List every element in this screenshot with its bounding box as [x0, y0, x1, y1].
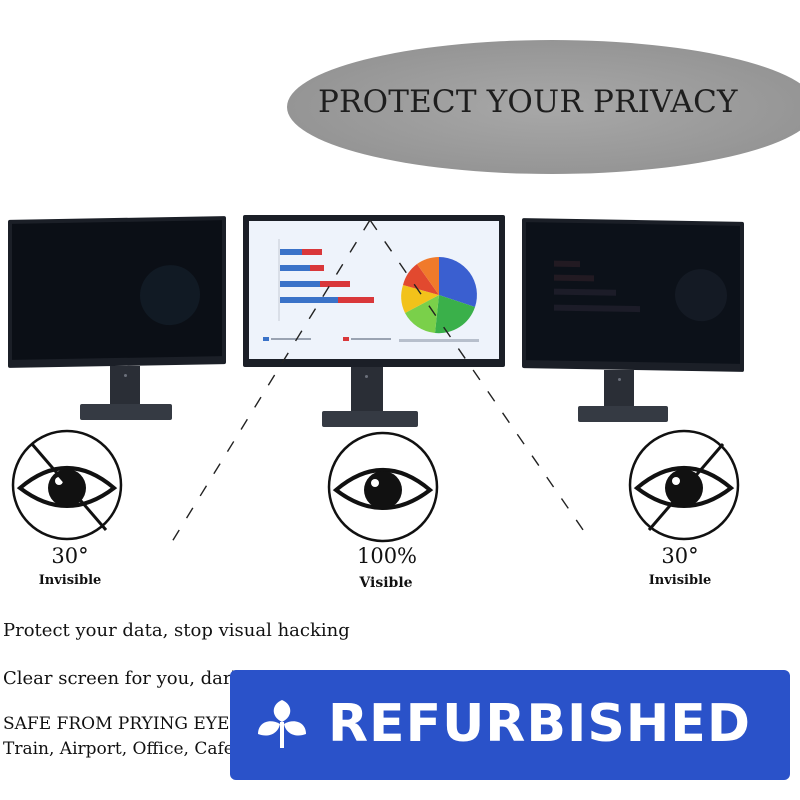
- bar-red-4: [338, 297, 374, 303]
- right-angle-line: [369, 219, 591, 541]
- legend-red-text: [351, 338, 391, 340]
- center-monitor-screen: [249, 221, 499, 359]
- description-line-3: SAFE FROM PRYING EYES: [3, 714, 242, 734]
- center-view-label: Visible: [359, 575, 413, 591]
- center-eye-visible: [326, 430, 440, 548]
- legend-blue-text: [271, 338, 311, 340]
- left-monitor-base: [80, 404, 172, 420]
- right-view-label: Invisible: [648, 573, 712, 588]
- right-view-percent: 30°: [661, 544, 699, 568]
- description-line-1: Protect your data, stop visual hacking: [3, 620, 350, 641]
- crossed-eye-icon: [628, 429, 740, 541]
- bar-red-3: [320, 281, 350, 287]
- privacy-banner: [287, 40, 800, 174]
- center-screen-charts: [263, 239, 479, 342]
- pie-legend: [399, 339, 479, 342]
- bar-blue-2: [280, 265, 310, 271]
- left-angle-line: [169, 219, 371, 546]
- pie-slice-red: [403, 264, 439, 295]
- pie-slice-orange: [417, 257, 439, 295]
- center-view-percent: 100%: [356, 544, 418, 568]
- right-screen-ghost-chart: [554, 260, 727, 322]
- left-eye-blocked: [10, 428, 124, 546]
- pie-slice-blue: [439, 257, 477, 307]
- left-monitor-bezel: [8, 216, 226, 368]
- description-line-4: Train, Airport, Office, Cafe: [3, 739, 234, 759]
- bar-blue-4: [280, 297, 338, 303]
- left-view-percent: 30°: [51, 544, 89, 568]
- left-view-label: Invisible: [38, 573, 102, 588]
- ghost-pie: [140, 265, 200, 326]
- pie-slice-green: [435, 295, 475, 334]
- center-monitor-bezel: [243, 215, 505, 367]
- ghost-bar-3: [554, 288, 616, 296]
- center-monitor-base: [322, 411, 418, 427]
- right-eye-blocked: [627, 428, 741, 546]
- pie-slice-lime: [405, 295, 439, 333]
- right-monitor-screen: [526, 222, 740, 364]
- left-screen-ghost-chart: [140, 265, 200, 326]
- leaf-sprout-icon: [254, 696, 310, 756]
- eye-icon: [327, 431, 439, 543]
- ghost-pie: [675, 269, 727, 322]
- right-monitor-bezel: [522, 218, 744, 372]
- ghost-bar-4: [554, 304, 640, 313]
- right-monitor-base: [578, 406, 668, 422]
- pie-chart: [401, 257, 477, 334]
- pie-slice-yellow: [401, 285, 439, 313]
- center-monitor-neck: [351, 367, 383, 413]
- legend-red-swatch: [343, 337, 349, 341]
- right-monitor-neck: [604, 370, 634, 410]
- bar-blue-3: [280, 281, 320, 287]
- badge-label: REFURBISHED: [328, 694, 751, 754]
- legend-blue-swatch: [263, 337, 269, 341]
- left-monitor-neck: [110, 366, 140, 406]
- ghost-bar-1: [554, 260, 580, 268]
- banner-title: PROTECT YOUR PRIVACY: [318, 84, 738, 120]
- ghost-bar-2: [554, 274, 594, 282]
- left-monitor-screen: [12, 220, 222, 360]
- bar-red-1: [302, 249, 322, 255]
- description-line-2: Clear screen for you, dark: [3, 668, 243, 689]
- bar-blue-1: [280, 249, 302, 255]
- refurbished-badge: REFURBISHED: [230, 670, 790, 780]
- bar-red-2: [310, 265, 324, 271]
- crossed-eye-icon: [11, 429, 123, 541]
